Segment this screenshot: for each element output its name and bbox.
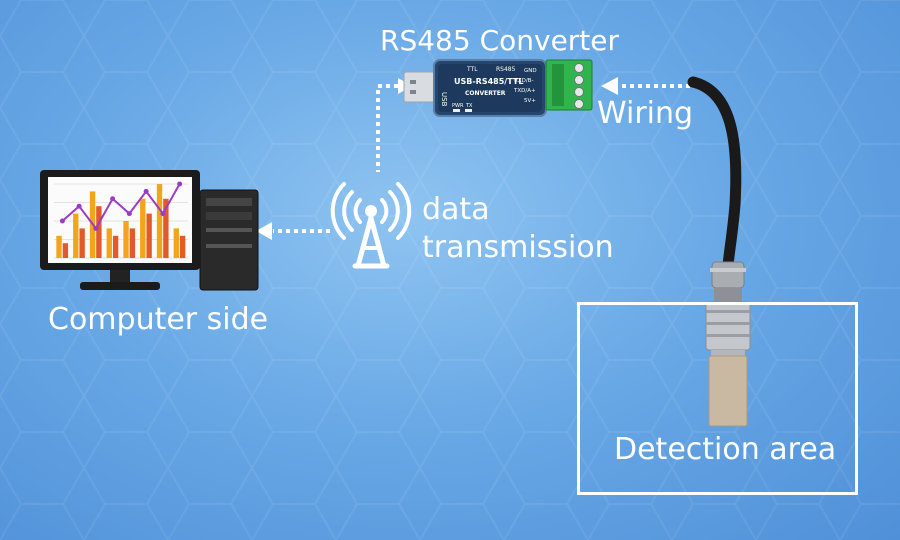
chart-bar — [140, 198, 146, 258]
usb-plug — [403, 71, 437, 103]
computer-icon — [40, 170, 259, 291]
chart-bar — [173, 228, 179, 258]
converter-pin-5v: 5V+ — [524, 98, 536, 104]
wireless-antenna-icon — [330, 182, 412, 269]
sintered-filter-tip — [708, 355, 748, 427]
converter-sub-label: CONVERTER — [465, 90, 506, 97]
rs485-converter-title: RS485 Converter — [380, 24, 620, 57]
chart-trend-line — [61, 183, 181, 231]
chart-point — [177, 181, 183, 187]
converter-rs485-label: RS485 — [496, 66, 516, 73]
chart-bar — [106, 228, 112, 258]
chart-point — [59, 218, 65, 224]
converter-pin-rxd: RXD/B- — [514, 78, 533, 84]
computer-side-label: Computer side — [48, 302, 269, 337]
transmission-arrow-head — [256, 222, 272, 240]
chart-bar — [123, 221, 129, 258]
chart-bar — [163, 198, 169, 258]
usb-rs485-converter-device: USB TTL RS485 USB-RS485/TTL CONVERTER GN… — [403, 59, 593, 117]
chart-point — [143, 188, 149, 194]
converter-led-pwr: PWR — [452, 103, 464, 109]
monitor-screen — [48, 177, 192, 263]
temperature-humidity-probe — [705, 261, 751, 427]
sensor-cable — [687, 76, 742, 274]
wiring-arrow-head — [601, 77, 618, 95]
tx-led — [465, 109, 472, 112]
chart-bar — [96, 206, 102, 258]
converter-side-label: USB — [440, 92, 448, 107]
converter-ttl-label: TTL — [466, 66, 478, 73]
chart-point — [76, 203, 82, 209]
chart-bar — [129, 228, 136, 258]
chart-point — [110, 196, 116, 202]
chart-point — [160, 211, 166, 217]
data-transmission-label-line1: data — [422, 192, 490, 227]
chart-bar — [62, 243, 69, 258]
detection-area-frame — [577, 302, 858, 495]
wiring-label: Wiring — [597, 96, 694, 131]
chart-bar — [73, 213, 79, 258]
chart-bar — [179, 235, 186, 258]
converter-pin-gnd: GND — [524, 68, 537, 74]
chart-bar — [56, 235, 62, 258]
converter-header-label: USB-RS485/TTL — [454, 77, 523, 86]
converter-pin-txd: TXD/A+ — [513, 88, 536, 94]
monitor-stand — [80, 282, 160, 290]
chart-bar — [146, 213, 152, 258]
usb-to-wireless-dotted-line — [376, 84, 398, 172]
chart-bar — [79, 228, 85, 258]
pwr-led — [453, 109, 460, 112]
chart-point — [93, 225, 99, 231]
chart-point — [126, 211, 132, 217]
converter-led-tx: TX — [465, 103, 473, 109]
chart-bar — [112, 235, 119, 258]
chart-bar — [156, 184, 163, 258]
detection-area-label: Detection area — [614, 432, 837, 467]
data-transmission-label-line2: transmission — [422, 230, 614, 265]
